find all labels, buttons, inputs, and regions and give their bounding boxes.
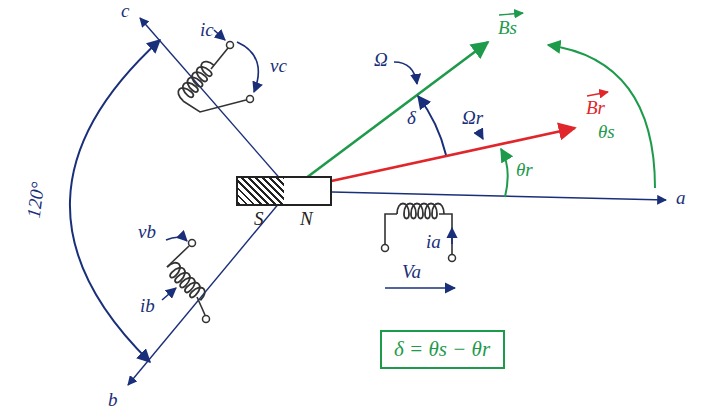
formula-text: δ = θs − θr bbox=[394, 337, 491, 362]
axis-c bbox=[140, 18, 290, 190]
voltage-arrow bbox=[166, 237, 187, 241]
terminal bbox=[247, 96, 254, 103]
lead-wire bbox=[197, 297, 205, 315]
current-arrow bbox=[451, 228, 453, 244]
vector-label: Br bbox=[586, 98, 605, 118]
rotation-arrow bbox=[478, 130, 483, 139]
coil-b bbox=[164, 260, 208, 304]
pole-label: S bbox=[254, 208, 264, 230]
vector-label: Bs bbox=[498, 18, 517, 38]
angle-arc bbox=[70, 40, 160, 362]
lead-wire bbox=[167, 246, 189, 267]
vector-bar bbox=[587, 92, 608, 96]
rotor-magnet: SN bbox=[236, 176, 332, 206]
vector-bar bbox=[499, 13, 523, 15]
voltage-label: vb bbox=[138, 222, 156, 242]
axis-label: a bbox=[676, 188, 686, 208]
axis-a bbox=[332, 192, 666, 200]
current-label: ib bbox=[140, 296, 155, 316]
pole-label: N bbox=[300, 208, 313, 230]
angle-arc bbox=[501, 149, 508, 197]
coil-a bbox=[397, 204, 444, 219]
angle-arc bbox=[548, 45, 655, 188]
current-label: ic bbox=[200, 20, 214, 40]
angle-arc bbox=[418, 96, 446, 155]
axis-label: c bbox=[121, 1, 129, 21]
voltage-arrow bbox=[385, 287, 455, 289]
axis-label: b bbox=[108, 390, 118, 410]
voltage-label: vc bbox=[270, 56, 287, 76]
rotor-field-vector bbox=[290, 128, 575, 190]
angle-label: θs bbox=[598, 122, 615, 142]
terminal bbox=[449, 255, 456, 262]
terminal bbox=[227, 42, 234, 49]
voltage-arrow bbox=[237, 42, 258, 92]
terminal bbox=[203, 316, 210, 323]
current-arrow bbox=[162, 288, 176, 300]
angle-label: δ bbox=[407, 108, 416, 128]
rotation-arrow bbox=[394, 62, 417, 84]
angle-label: 120° bbox=[24, 181, 49, 220]
speed-label: Ω bbox=[374, 50, 388, 70]
terminal bbox=[382, 245, 389, 252]
lead-wire bbox=[211, 48, 228, 69]
axis-b bbox=[128, 190, 290, 385]
current-arrow bbox=[214, 30, 225, 40]
formula-box: δ = θs − θr bbox=[380, 330, 505, 369]
coil-c bbox=[175, 58, 217, 103]
voltage-label: Va bbox=[402, 262, 421, 282]
angle-label: θr bbox=[516, 160, 533, 180]
speed-label: Ωr bbox=[462, 108, 483, 128]
lead-wire bbox=[439, 214, 452, 254]
terminal bbox=[189, 240, 196, 247]
current-label: ia bbox=[426, 232, 441, 252]
lead-wire bbox=[183, 100, 246, 112]
lead-wire bbox=[385, 214, 397, 244]
